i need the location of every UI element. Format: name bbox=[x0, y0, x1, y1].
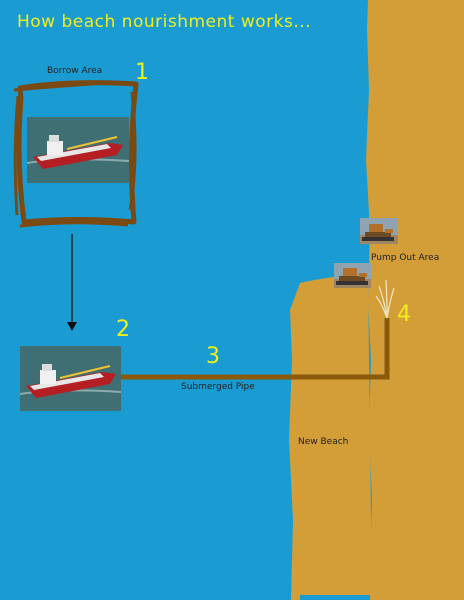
bulldozer-photo-2 bbox=[334, 263, 371, 288]
new-beach-sand bbox=[289, 274, 372, 600]
step-number-2: 2 bbox=[116, 317, 130, 342]
page-title: How beach nourishment works... bbox=[17, 12, 312, 32]
water-strip bbox=[300, 595, 370, 600]
step-number-4: 4 bbox=[397, 302, 411, 327]
borrow-area-label: Borrow Area bbox=[47, 66, 103, 76]
bulldozer-photo bbox=[360, 218, 398, 244]
pump-out-area-label: Pump Out Area bbox=[371, 253, 440, 263]
dredge-ship-photo bbox=[27, 117, 129, 183]
sand-spray-icon bbox=[375, 279, 395, 319]
step-number-1: 1 bbox=[135, 60, 149, 85]
dredge-ship-photo-2 bbox=[20, 346, 121, 411]
new-beach-label: New Beach bbox=[298, 437, 349, 447]
submerged-pipe-label: Submerged Pipe bbox=[181, 382, 255, 392]
existing-shore bbox=[366, 0, 464, 600]
step-number-3: 3 bbox=[206, 344, 220, 369]
